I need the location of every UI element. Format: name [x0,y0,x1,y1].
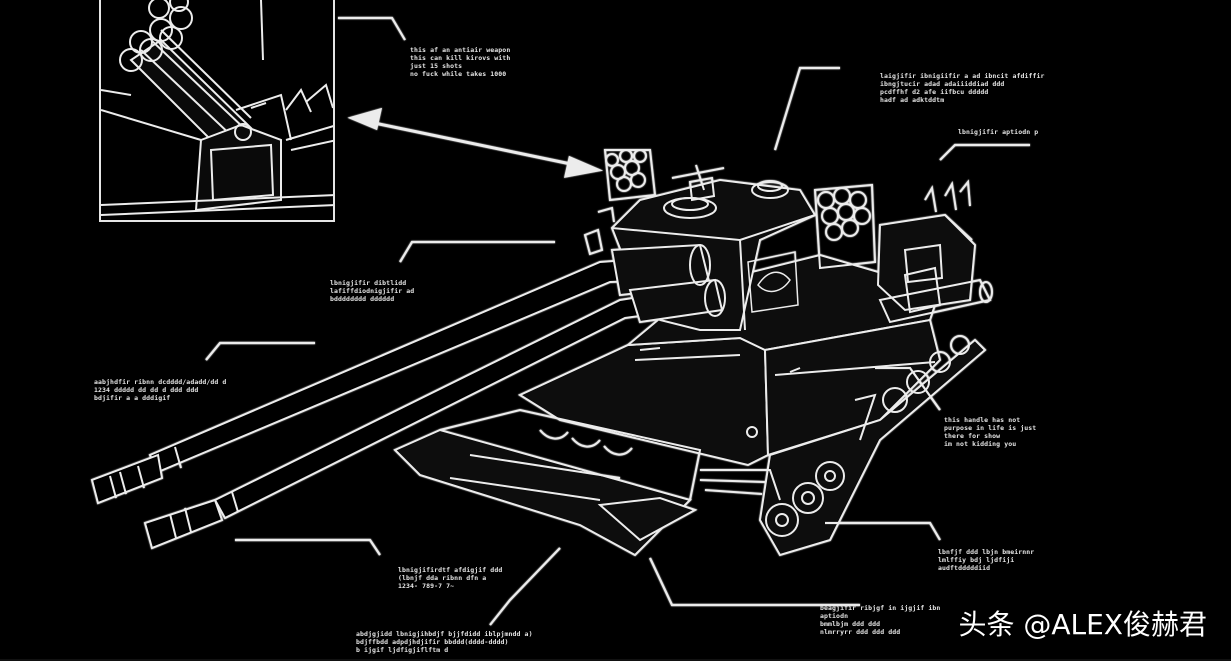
rocket-annotation: this af an antiair weapon this can kill … [410,46,511,78]
rocket-pod-right [813,179,993,324]
barrel-upper-annotation: lbnigjifir dibtlidd lafiffdiodnigjifir a… [330,279,415,303]
track-annotation: lbnfjf ddd lbjn bmeirnnr lmlffiy bdj ljd… [938,548,1035,572]
bottom-right-annotation: beagjifir ribjgf in ijgjif ibn aptiodn b… [820,604,941,636]
main-guns [90,243,726,550]
watermark-author: @ALEX俊赫君 [1023,608,1207,641]
watermark-platform: 头条 [958,608,1015,641]
barrel-left-annotation: aabjhdfir ribnn dcdddd/adadd/dd d 1234 d… [94,378,227,402]
handle-annotation: this handle has not purpose in life is j… [944,416,1037,448]
bottom-center-annotation: abdjgjidd lbnigjihbdjf bjjfdidd iblpjmnd… [356,630,533,654]
bottom-left-annotation: lbnigjifirdtf afdigjif ddd (lbnjf dda ri… [398,566,503,590]
callout-arrow [347,107,604,178]
rocket-launcher-inset [99,0,335,222]
rocket-launcher-closeup [101,0,333,216]
bottom-strip [0,659,1231,661]
watermark: 头条 @ALEX俊赫君 [958,603,1207,643]
leader-lines [205,16,1030,626]
pod-annotation: lbnigjifir aptiodn p [958,128,1039,136]
turret-annotation: laigjifir ibnigiifir a ad ibncit afdiffi… [880,72,1045,104]
rocket-pod-front [603,149,657,202]
front-plow [393,408,702,557]
